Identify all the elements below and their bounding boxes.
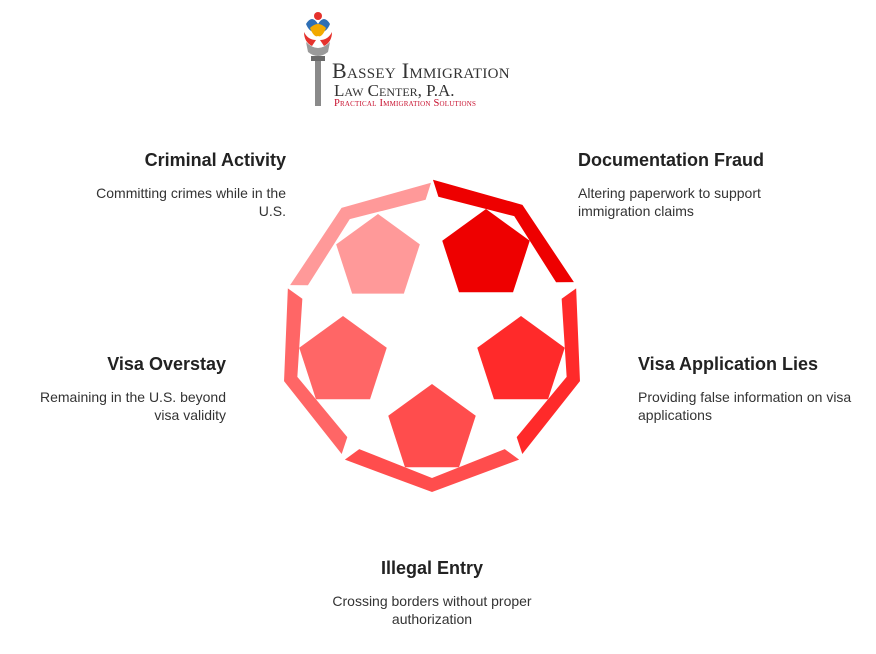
pentagon-visa-overstay (299, 316, 387, 400)
logo: Bassey Immigration Law Center, P.A. Prac… (296, 8, 586, 112)
item-desc-documentation-fraud: Altering paperwork to support immigratio… (578, 185, 761, 219)
logo-tagline: Practical Immigration Solutions (334, 98, 477, 109)
item-title-criminal-activity: Criminal Activity (144, 150, 286, 170)
chevron-illegal-entry (344, 449, 520, 492)
chevron-criminal-activity (290, 182, 432, 286)
pentagon-illegal-entry (388, 384, 476, 468)
logo-subname: Law Center, P.A. (334, 81, 455, 100)
pentagon-visa-application-lies (477, 316, 565, 400)
chevron-visa-application-lies (516, 288, 580, 455)
item-desc-criminal-activity: Committing crimes while in the U.S. (96, 185, 286, 219)
pentagon-documentation-fraud (442, 209, 530, 293)
item-title-visa-overstay: Visa Overstay (107, 354, 226, 374)
pentagon-criminal-activity (336, 214, 420, 294)
item-desc-visa-application-lies: Providing false information on visa appl… (638, 389, 852, 423)
item-title-visa-application-lies: Visa Application Lies (638, 354, 819, 374)
item-title-documentation-fraud: Documentation Fraud (578, 150, 765, 170)
item-desc-illegal-entry: Crossing borders without proper authoriz… (332, 593, 532, 627)
torch-icon (304, 12, 332, 106)
chevron-documentation-fraud (432, 179, 574, 283)
chevron-visa-overstay (284, 288, 348, 455)
item-desc-visa-overstay: Remaining in the U.S. beyond visa validi… (40, 389, 226, 423)
item-title-illegal-entry: Illegal Entry (380, 558, 484, 578)
logo-name: Bassey Immigration (332, 58, 510, 83)
